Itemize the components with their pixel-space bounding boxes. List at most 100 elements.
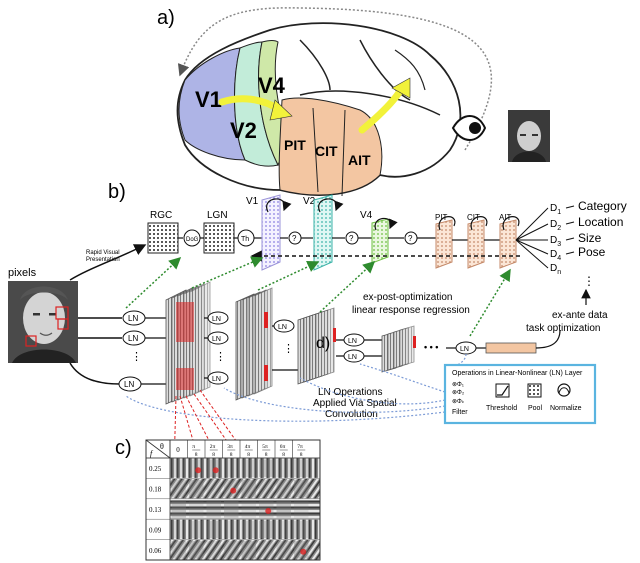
expost-line1: ex-post-optimization — [363, 292, 452, 303]
normalize-label: Normalize — [550, 405, 582, 412]
brain-feedback-curve — [177, 7, 493, 151]
gabor-cell — [224, 500, 239, 518]
ln-node-4-label: LN — [212, 316, 221, 323]
output-d-sub: 4 — [557, 255, 561, 262]
ln-node-7-label: LN — [278, 324, 287, 331]
ln-node-4 — [207, 311, 229, 325]
lgn-grid — [203, 222, 235, 254]
grid-header-num: 2π — [210, 444, 216, 450]
output-fan — [515, 207, 549, 269]
grid-header-num: 3π — [227, 444, 233, 450]
output-label-pose: Pose — [578, 245, 606, 259]
ln-ellipsis-3: ⋮ — [283, 343, 294, 355]
grid-row-label-0.18: 0.18 — [149, 486, 162, 494]
gabor-cell — [276, 520, 291, 539]
output-d-sub: n — [557, 269, 561, 276]
gabor-cell — [241, 541, 256, 559]
threshold-icon — [495, 383, 510, 398]
grid-header-num: 7π — [297, 444, 303, 450]
output-arrow — [565, 237, 575, 241]
lnops-line2: Applied Via Spatial — [313, 398, 397, 409]
conv-stack-1 — [165, 281, 211, 405]
lnops-line3: Convolution — [325, 409, 378, 420]
output-d-4: D4 — [550, 249, 561, 262]
ln-node-9-label: LN — [348, 354, 357, 361]
ln-ellipsis-2: ⋮ — [215, 351, 226, 363]
area-label-v4: V4 — [258, 73, 286, 98]
output-d-sub: 1 — [557, 209, 561, 216]
gabor-cell — [241, 479, 256, 498]
ln-node-1-label: LN — [128, 314, 138, 323]
grid-row-label-0.25: 0.25 — [149, 465, 162, 473]
gabor-row-0.25 — [170, 458, 320, 478]
gabor-cell — [171, 459, 186, 477]
threshold-label: Threshold — [486, 405, 517, 412]
readout-layer — [485, 342, 537, 354]
output-d-1: D1 — [550, 203, 561, 216]
area-label-v1: V1 — [195, 87, 222, 112]
grid-row-label-0.13: 0.13 — [149, 506, 162, 514]
exante-line2: task optimization — [526, 323, 600, 334]
ait-layer — [499, 219, 517, 269]
gabor-cell — [276, 459, 291, 477]
rapid-visual-arrow — [69, 244, 147, 281]
gabor-cell — [206, 520, 221, 539]
pit-layer — [435, 219, 453, 269]
output-arrow — [565, 205, 575, 209]
gabor-cell — [206, 541, 221, 559]
grid-header-den: 8 — [265, 452, 268, 458]
ln-node-6-label: LN — [212, 376, 221, 383]
rapid-visual-line2: Presentation — [86, 257, 120, 263]
area-label-pit: PIT — [284, 137, 306, 153]
filter-label: Filter — [452, 409, 468, 416]
ops-link-curves — [125, 353, 467, 422]
stage-label-ait: AIT — [499, 213, 512, 222]
grid-header-f: f — [150, 449, 154, 458]
ln-node-8-label: LN — [348, 338, 357, 345]
gabor-cell — [224, 520, 239, 539]
output-d-2: D2 — [550, 219, 561, 232]
ln-ops-box: Operations in Linear-Nonlinear (LN) Laye… — [443, 363, 597, 425]
grid-header-den: 8 — [230, 452, 233, 458]
ln-node-5-label: LN — [212, 336, 221, 343]
stage-label-pit: PIT — [435, 213, 448, 222]
gabor-row-0.09 — [170, 519, 320, 540]
expost-line2: linear response regression — [352, 305, 470, 316]
eye-icon — [451, 115, 487, 141]
conv-stack-3 — [297, 307, 336, 385]
gabor-cell — [206, 479, 221, 498]
output-ellipsis: ⋮ — [583, 274, 595, 288]
ln-node-5 — [207, 331, 229, 345]
gabor-cell — [276, 479, 291, 498]
output-d-sub: 2 — [557, 225, 561, 232]
grid-corner-diagonal — [145, 439, 171, 459]
gabor-cell — [276, 500, 291, 518]
grid-header-num: π — [192, 444, 195, 450]
dog-node-label: DoG — [186, 237, 199, 243]
q-node-3-label: ? — [408, 234, 413, 243]
gabor-cell — [171, 541, 186, 559]
gabor-cell — [241, 500, 256, 518]
output-d-3: D3 — [550, 235, 561, 248]
panel-label-c: c) — [115, 437, 132, 459]
selected-filter-marker — [300, 548, 307, 555]
filter-term-1: ⊗Φ₁ — [452, 382, 464, 388]
selected-filter-marker — [195, 467, 202, 474]
grid-header-0: 0 — [176, 446, 180, 454]
lnops-line1: LN Operations — [318, 387, 382, 398]
stage-label-lgn: LGN — [207, 210, 228, 221]
stage-label-cit: CIT — [467, 213, 480, 222]
gabor-cell — [294, 459, 309, 477]
grid-header-den: 8 — [300, 452, 303, 458]
pool-icon — [527, 383, 542, 398]
stage-label-v4: V4 — [360, 210, 373, 221]
portrait-thumbnail — [508, 110, 550, 162]
gabor-cell — [206, 500, 221, 518]
conv-stack-4 — [381, 325, 416, 373]
panel-label-a: a) — [157, 7, 175, 29]
filter-term-3: ⊗Φₖ — [452, 399, 465, 405]
selected-filter-marker — [230, 487, 237, 494]
